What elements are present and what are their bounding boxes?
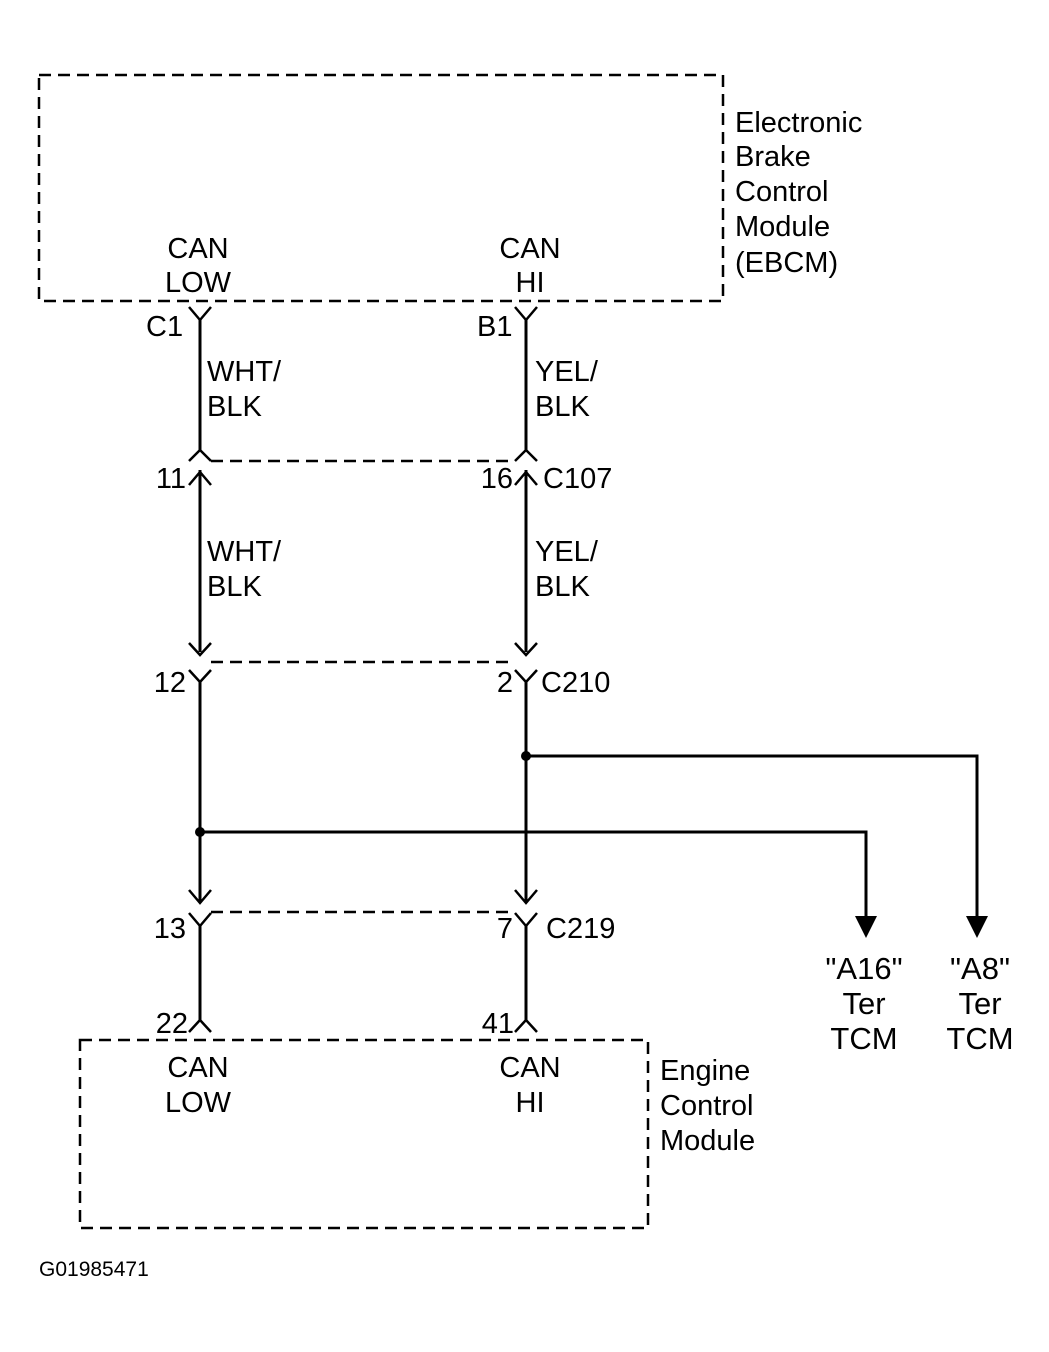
ebcm-name-line-4: Module <box>735 211 830 243</box>
ecm-name-line-2: Control <box>660 1090 754 1122</box>
connector-c107-low-top-symbol <box>188 448 212 462</box>
connector-c219-hi-bottom-symbol <box>514 912 538 928</box>
connector-c219-hi-top-symbol <box>514 889 538 905</box>
connector-c219-low-top-symbol <box>188 889 212 905</box>
terminal-c1-label: C1 <box>146 311 183 343</box>
ebcm-can-low-label-1: CAN <box>167 233 228 265</box>
connector-c210-low-bottom-symbol <box>188 669 212 684</box>
connector-c210-hi-top-symbol <box>514 642 538 657</box>
wire-color-low-mid-2: BLK <box>207 571 262 603</box>
connector-c1-symbol <box>188 306 212 322</box>
ecm-can-hi-label-2: HI <box>516 1087 545 1119</box>
ecm-can-hi-label-1: CAN <box>499 1052 560 1084</box>
terminal-16-label: 16 <box>481 463 513 495</box>
ebcm-name-line-5: (EBCM) <box>735 247 838 279</box>
destination-a8-line-1: "A8" <box>950 951 1010 986</box>
connector-c210-low-top-symbol <box>188 642 212 657</box>
destination-a16-line-2: Ter <box>842 986 885 1021</box>
ebcm-can-low-label-2: LOW <box>165 267 232 299</box>
ecm-can-low-label-1: CAN <box>167 1052 228 1084</box>
wire-color-low-mid-1: WHT/ <box>207 536 282 568</box>
terminal-11-label: 11 <box>156 463 186 495</box>
terminal-2-label: 2 <box>497 667 513 699</box>
ebcm-module-name: Electronic Brake Control Module (EBCM) <box>735 107 862 279</box>
destination-a8-line-2: Ter <box>958 986 1001 1021</box>
connector-22-symbol <box>188 1018 212 1033</box>
wire-color-hi-top-1: YEL/ <box>535 356 599 388</box>
connector-c107-hi-top-symbol <box>514 448 538 462</box>
ebcm-can-hi-label-2: HI <box>516 267 545 299</box>
terminal-13-label: 13 <box>154 913 186 945</box>
connector-c107-low-bottom-symbol <box>188 470 212 486</box>
arrow-down-icon <box>966 916 988 938</box>
ecm-name-line-1: Engine <box>660 1055 750 1087</box>
ecm-module-name: Engine Control Module <box>660 1055 755 1157</box>
ecm-name-line-3: Module <box>660 1125 755 1157</box>
figure-id: G01985471 <box>39 1258 149 1281</box>
can-low-branch-to-tcm <box>200 830 868 916</box>
ecm-can-low-label-2: LOW <box>165 1087 232 1119</box>
wire-color-hi-mid-1: YEL/ <box>535 536 599 568</box>
terminal-7-label: 7 <box>497 913 513 945</box>
terminal-12-label: 12 <box>154 667 186 699</box>
connector-c107-label: C107 <box>543 463 612 495</box>
connector-c219-low-bottom-symbol <box>188 912 212 928</box>
destination-a8-line-3: TCM <box>946 1021 1013 1056</box>
connector-b1-symbol <box>514 306 538 322</box>
terminal-22-label: 22 <box>156 1008 188 1040</box>
connector-41-symbol <box>514 1018 538 1033</box>
terminal-41-label: 41 <box>482 1008 514 1040</box>
connector-c210-label: C210 <box>541 667 610 699</box>
can-hi-branch-to-tcm <box>526 754 979 916</box>
ecm-module-box <box>78 1038 650 1230</box>
wire-color-low-top-1: WHT/ <box>207 356 282 388</box>
wire-color-low-top-2: BLK <box>207 391 262 423</box>
destination-a16-line-3: TCM <box>830 1021 897 1056</box>
terminal-b1-label: B1 <box>477 311 512 343</box>
wire-color-hi-mid-2: BLK <box>535 571 590 603</box>
arrow-down-icon <box>855 916 877 938</box>
ebcm-name-line-2: Brake <box>735 141 811 173</box>
connector-c107-hi-bottom-symbol <box>514 470 538 486</box>
ebcm-can-hi-label-1: CAN <box>499 233 560 265</box>
wire-color-hi-top-2: BLK <box>535 391 590 423</box>
connector-c219-label: C219 <box>546 913 615 945</box>
destination-a16-line-1: "A16" <box>825 951 902 986</box>
ebcm-module-box <box>37 73 725 303</box>
connector-c210-hi-bottom-symbol <box>514 669 538 684</box>
ebcm-name-line-3: Control <box>735 176 829 208</box>
ebcm-name-line-1: Electronic <box>735 107 862 139</box>
